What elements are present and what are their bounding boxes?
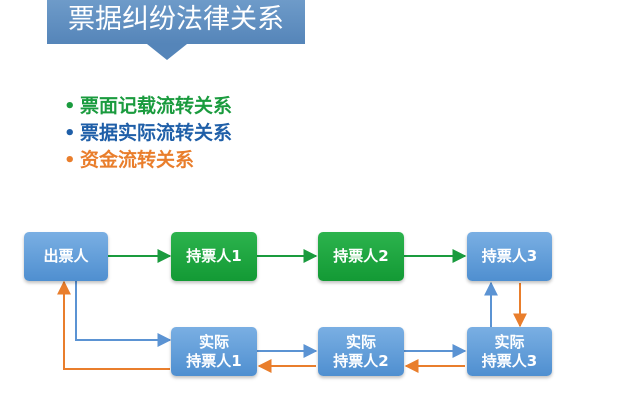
node-label-line1: 实际 bbox=[198, 332, 229, 351]
legend-list: •票面记载流转关系 •票据实际流转关系 •资金流转关系 bbox=[64, 93, 232, 174]
node-actual2: 实际 持票人2 bbox=[318, 327, 404, 376]
node-label-line1: 实际 bbox=[494, 332, 525, 351]
node-holder2: 持票人2 bbox=[318, 232, 404, 281]
legend-label: 票据实际流转关系 bbox=[80, 122, 233, 144]
legend-label: 票面记载流转关系 bbox=[80, 95, 233, 117]
bullet-dot-icon: • bbox=[64, 96, 76, 117]
node-label: 持票人3 bbox=[481, 247, 538, 265]
title-pointer bbox=[147, 44, 187, 60]
node-label-line2: 持票人3 bbox=[481, 351, 538, 370]
legend-item-face-flow: •票面记载流转关系 bbox=[64, 93, 232, 120]
node-holder1: 持票人1 bbox=[171, 232, 257, 281]
legend-item-fund-flow: •资金流转关系 bbox=[64, 147, 232, 174]
legend-label: 资金流转关系 bbox=[80, 149, 195, 171]
legend-item-actual-flow: •票据实际流转关系 bbox=[64, 120, 232, 147]
node-actual3: 实际 持票人3 bbox=[467, 327, 552, 376]
node-label: 持票人2 bbox=[333, 247, 389, 265]
node-issuer: 出票人 bbox=[24, 232, 108, 281]
node-label-line2: 持票人1 bbox=[186, 351, 242, 370]
bullet-dot-icon: • bbox=[64, 150, 76, 171]
title-banner: 票据纠纷法律关系 bbox=[47, 0, 305, 44]
node-label: 出票人 bbox=[43, 247, 89, 265]
bullet-dot-icon: • bbox=[64, 123, 76, 144]
node-label: 持票人1 bbox=[186, 247, 242, 265]
node-holder3: 持票人3 bbox=[467, 232, 552, 281]
node-actual1: 实际 持票人1 bbox=[171, 327, 257, 376]
arrow-actual1-to-issuer bbox=[57, 280, 170, 370]
node-label-line1: 实际 bbox=[345, 332, 376, 351]
node-label-line2: 持票人2 bbox=[333, 351, 389, 370]
arrow-issuer-to-actual1 bbox=[75, 281, 172, 347]
page-title: 票据纠纷法律关系 bbox=[68, 4, 284, 35]
